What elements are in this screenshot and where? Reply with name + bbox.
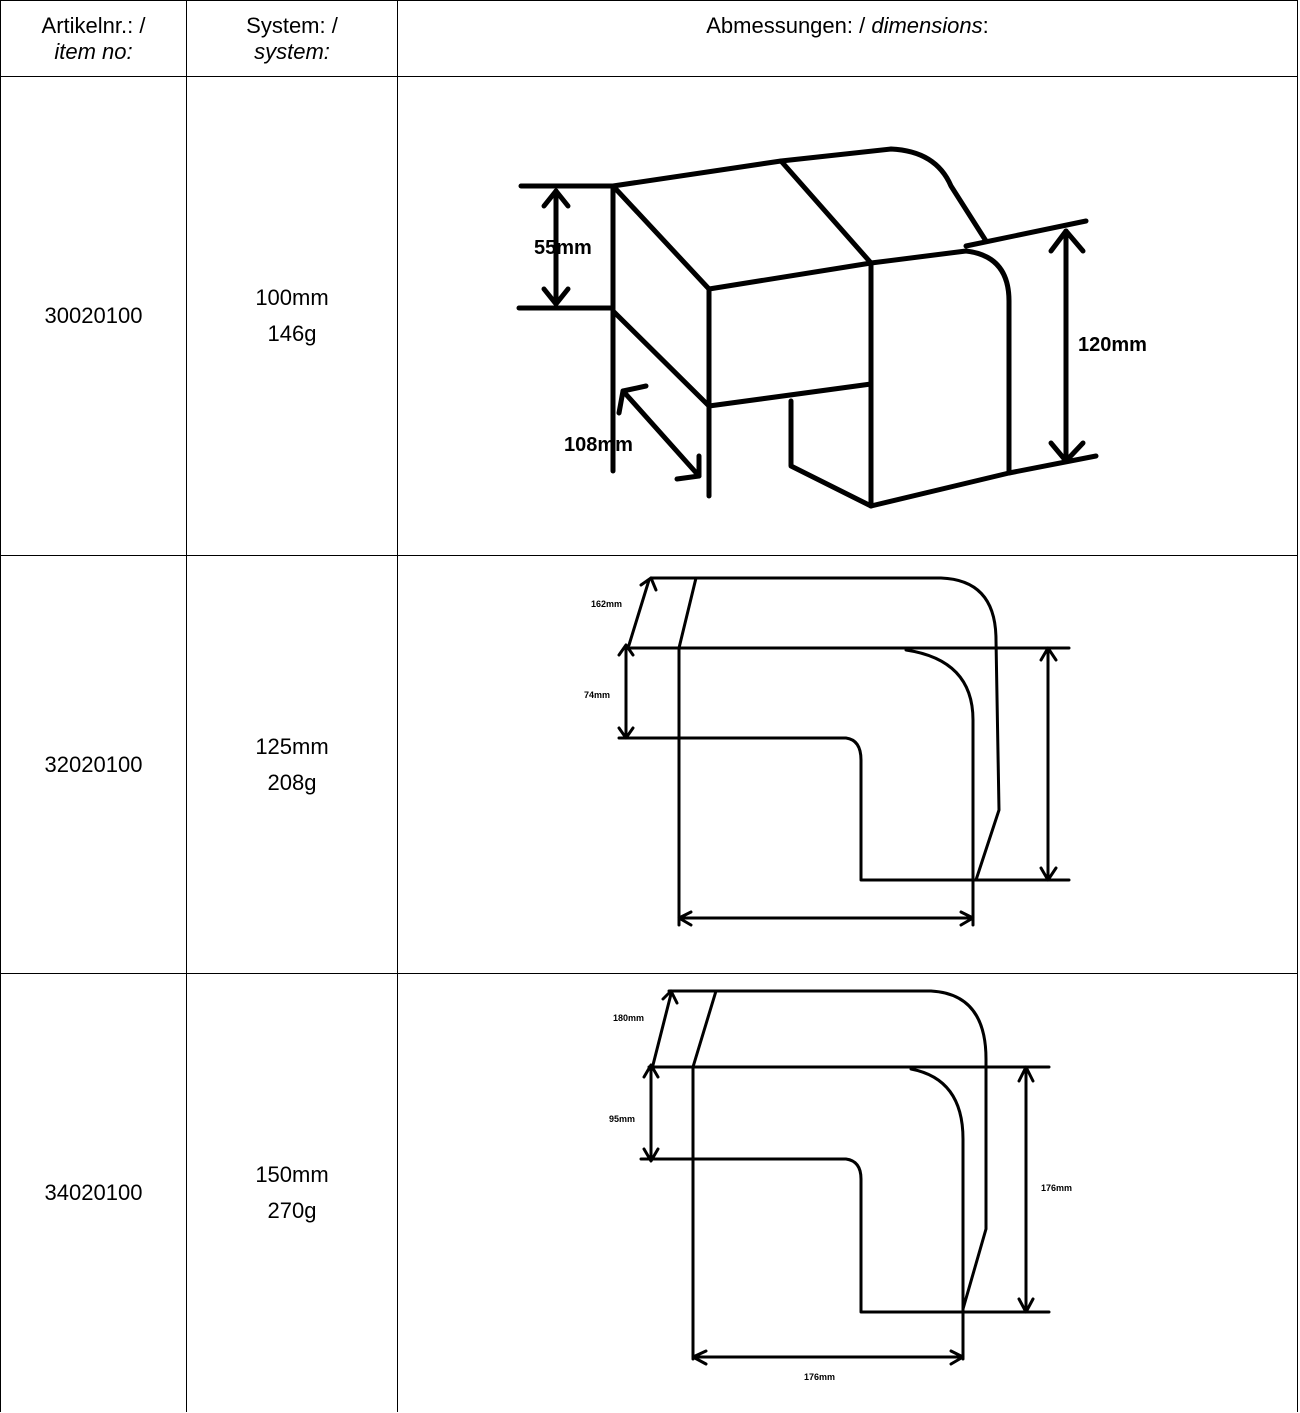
elbow-profile-drawing: 162mm 74mm <box>584 576 1070 927</box>
item-number: 34020100 <box>0 973 187 1412</box>
dimension-label: 176mm <box>804 1372 835 1382</box>
table-row: 34020100 150mm 270g <box>0 973 1298 1412</box>
system-weight: 270g <box>267 1198 317 1223</box>
dimension-label: 74mm <box>584 690 610 700</box>
system-size: 125mm <box>255 733 329 759</box>
table-row: 30020100 100mm 146g <box>0 76 1298 556</box>
item-number: 30020100 <box>0 76 187 556</box>
dimension-label: 162mm <box>591 599 622 609</box>
system-size: 100mm <box>255 285 329 310</box>
header-dimensions: Abmessungen: / dimensions: <box>397 0 1298 77</box>
dimension-drawing-cell: 180mm 95mm 176mm 176mm <box>397 973 1298 1412</box>
dimension-label: 95mm <box>609 1114 635 1124</box>
elbow-3d-drawing: 55mm 108mm 120mm <box>516 146 1147 509</box>
elbow-profile-drawing: 180mm 95mm 176mm 176mm <box>609 989 1072 1382</box>
dimension-label: 120mm <box>1078 334 1147 356</box>
dimension-label: 180mm <box>613 1013 644 1023</box>
system-cell: 125mm 208g <box>186 555 398 974</box>
dimension-label: 176mm <box>1041 1183 1072 1193</box>
table-row: 32020100 125mm 208g <box>0 555 1298 974</box>
dimension-drawing-cell: 162mm 74mm <box>397 555 1298 974</box>
item-number: 32020100 <box>0 555 187 974</box>
system-weight: 146g <box>267 321 317 346</box>
header-item-no: Artikelnr.: / item no: <box>0 0 187 77</box>
header-system: System: / system: <box>186 0 398 77</box>
system-weight: 208g <box>267 769 317 795</box>
system-cell: 150mm 270g <box>186 973 398 1412</box>
system-cell: 100mm 146g <box>186 76 398 556</box>
dimension-label: 55mm <box>534 237 592 259</box>
dimension-label: 108mm <box>564 434 633 456</box>
header-row: Artikelnr.: / item no: System: / system:… <box>0 0 1298 77</box>
system-size: 150mm <box>255 1162 329 1187</box>
dimension-drawing-cell: 55mm 108mm 120mm <box>397 76 1298 556</box>
